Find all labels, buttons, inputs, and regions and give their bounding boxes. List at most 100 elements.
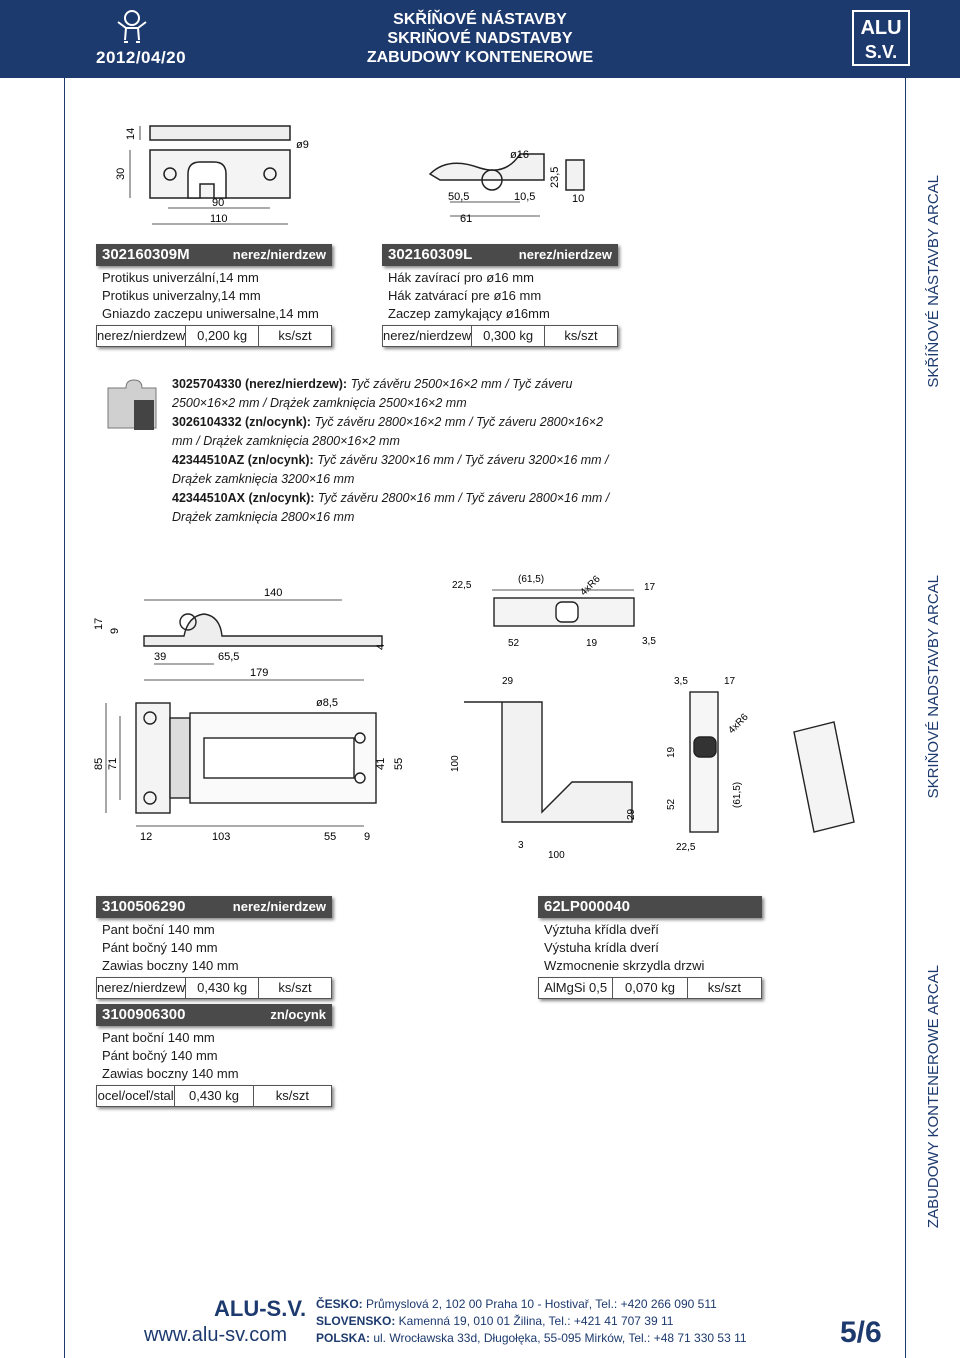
note-text: Tyč závěru 2500×16×2 mm / Tyč záveru 250…	[172, 377, 573, 410]
note-code: 42344510AX (zn/ocynk):	[172, 491, 315, 505]
dim-label: 3	[518, 840, 524, 851]
product-meta: nerez/nierdzew 0,430 kg ks/szt	[96, 977, 332, 999]
dim-label: 10	[572, 193, 584, 205]
product-desc-pl: Gniazdo zaczepu uniwersalne,14 mm	[102, 306, 319, 321]
address-country: POLSKA:	[316, 1331, 370, 1345]
product-header: 3100906300 zn/ocynk	[96, 1004, 332, 1026]
product-descriptions: Výztuha křídla dveří Výstuha krídla dver…	[538, 918, 762, 977]
footer-brand: ALU-S.V.	[214, 1296, 307, 1321]
dim-label: ø16	[510, 149, 529, 161]
content-frame	[64, 78, 906, 1358]
product-desc-sk: Protikus univerzalny,14 mm	[102, 288, 261, 303]
dim-label: 71	[107, 758, 119, 770]
dim-label: 12	[140, 831, 152, 843]
note-text: Tyč závěru 2800×16×2 mm / Tyč záveru 280…	[172, 415, 604, 448]
product-desc-sk: Pánt bočný 140 mm	[102, 1048, 218, 1063]
product-meta-weight: 0,430 kg	[175, 1086, 254, 1106]
dim-label: 29	[626, 808, 637, 820]
dim-label: 17	[644, 582, 656, 593]
note-line: 42344510AZ (zn/ocynk): Tyč závěru 3200×1…	[172, 451, 612, 489]
page-header: 2012/04/20 SKŘÍŇOVÉ NÁSTAVBY SKRIŇOVÉ NA…	[0, 0, 960, 78]
product-desc-sk: Hák zatvárací pre ø16 mm	[388, 288, 542, 303]
product-material: nerez/nierdzew	[232, 899, 326, 914]
hook-drawing	[428, 153, 585, 217]
dim-label: (61,5)	[518, 574, 544, 585]
dim-label: 50,5	[448, 191, 469, 203]
product-desc-cz: Výztuha křídla dveří	[544, 922, 659, 937]
dim-label: 65,5	[218, 651, 239, 663]
product-code: 3100506290	[102, 898, 186, 915]
product-header: 3100506290 nerez/nierdzew	[96, 896, 332, 918]
dim-label: 103	[212, 831, 230, 843]
product-meta: AlMgSi 0,5 0,070 kg ks/szt	[538, 977, 762, 999]
address-country: ČESKO:	[316, 1297, 363, 1311]
dim-label: 85	[93, 758, 105, 770]
side-label-sk: SKRIŇOVÉ NADSTAVBY ARCAL	[925, 575, 942, 799]
note-code: 3026104332 (zn/ocynk):	[172, 415, 311, 429]
product-desc-cz: Hák zavírací pro ø16 mm	[388, 270, 534, 285]
product-desc-pl: Zaczep zamykający ø16mm	[388, 306, 550, 321]
product-card: 302160309M nerez/nierdzew Protikus unive…	[96, 244, 332, 347]
product-meta-weight: 0,300 kg	[472, 326, 546, 346]
product-desc-cz: Protikus univerzální,14 mm	[102, 270, 259, 285]
dim-label: 52	[666, 798, 677, 810]
dim-label: 4xR6	[578, 574, 603, 599]
dim-label: 29	[502, 676, 514, 687]
product-card: 3100506290 nerez/nierdzew Pant boční 140…	[96, 896, 332, 999]
address-cz: ČESKO: Průmyslová 2, 102 00 Praha 10 - H…	[316, 1296, 747, 1313]
footer-website-link[interactable]: www.alu-sv.com	[144, 1324, 287, 1346]
address-pl: POLSKA: ul. Wrocławska 33d, Długołęka, 5…	[316, 1330, 747, 1347]
address-text: Průmyslová 2, 102 00 Praha 10 - Hostivař…	[362, 1297, 717, 1311]
striker-plate-drawing: 14 30 ø9 90 110	[115, 125, 309, 225]
logo-top-text: ALU	[860, 17, 901, 39]
side-label-pl: ZABUDOWY KONTENEROWE ARCAL	[925, 965, 942, 1229]
dim-label: 61	[460, 213, 472, 225]
product-meta: nerez/nierdzew 0,300 kg ks/szt	[382, 325, 618, 347]
product-desc-pl: Zawias boczny 140 mm	[102, 1066, 239, 1081]
side-label-cz: SKŘÍŇOVÉ NÁSTAVBY ARCAL	[925, 175, 942, 388]
dim-label: 19	[666, 746, 677, 758]
dim-label: ø8,5	[316, 697, 338, 709]
dim-label: 100	[450, 755, 461, 772]
product-descriptions: Pant boční 140 mm Pánt bočný 140 mm Zawi…	[96, 1026, 332, 1085]
dim-label: 23,5	[549, 167, 561, 188]
product-card: 3100906300 zn/ocynk Pant boční 140 mm Pá…	[96, 1004, 332, 1107]
dim-label: ø9	[296, 139, 309, 151]
dim-label: 55	[393, 758, 405, 770]
title-cz: SKŘÍŇOVÉ NÁSTAVBY	[393, 11, 567, 28]
reinforcement-drawing: 22,5 (61,5) 4xR6 17 52 19 3,5 29 100 3 1…	[450, 574, 855, 861]
product-meta-unit: ks/szt	[278, 980, 312, 995]
product-header: 302160309M nerez/nierdzew	[96, 244, 332, 266]
dim-label: 140	[264, 587, 282, 599]
product-code: 62LP000040	[544, 898, 630, 915]
dim-label: 17	[93, 618, 105, 630]
product-code: 3100906300	[102, 1006, 186, 1023]
product-meta-material: AlMgSi 0,5	[539, 978, 614, 998]
alu-sv-logo: ALU S.V.	[852, 10, 910, 66]
footer-addresses: ČESKO: Průmyslová 2, 102 00 Praha 10 - H…	[316, 1296, 747, 1347]
product-desc-pl: Zawias boczny 140 mm	[102, 958, 239, 973]
dim-label: 39	[154, 651, 166, 663]
dim-label: 100	[548, 850, 565, 861]
hinge-drawing: 140 17 9 39 65,5 179 4 ø8,5 85 71 41 55 …	[93, 587, 405, 843]
dim-label: 41	[375, 758, 387, 770]
product-descriptions: Pant boční 140 mm Pánt bočný 140 mm Zawi…	[96, 918, 332, 977]
product-header: 62LP000040	[538, 896, 762, 918]
note-text: Tyč závěru 3200×16 mm / Tyč záveru 3200×…	[172, 453, 609, 486]
product-meta: nerez/nierdzew 0,200 kg ks/szt	[96, 325, 332, 347]
product-desc-sk: Pánt bočný 140 mm	[102, 940, 218, 955]
product-meta-weight: 0,200 kg	[186, 326, 260, 346]
product-desc-sk: Výstuha krídla dverí	[544, 940, 659, 955]
product-meta-material: nerez/nierdzew	[383, 326, 473, 346]
product-meta-unit: ks/szt	[275, 1088, 309, 1103]
product-code: 302160309L	[388, 246, 473, 263]
note-line: 3026104332 (zn/ocynk): Tyč závěru 2800×1…	[172, 413, 612, 451]
dim-label: 55	[324, 831, 336, 843]
product-meta: ocel/oceľ/stal 0,430 kg ks/szt	[96, 1085, 332, 1107]
product-card: 62LP000040 Výztuha křídla dveří Výstuha …	[538, 896, 762, 999]
dim-label: 3,5	[642, 636, 656, 647]
note-text: Tyč závěru 2800×16 mm / Tyč záveru 2800×…	[172, 491, 610, 524]
note-code: 42344510AZ (zn/ocynk):	[172, 453, 314, 467]
product-meta-unit: ks/szt	[278, 328, 312, 343]
title-pl: ZABUDOWY KONTENEROWE	[366, 49, 594, 66]
